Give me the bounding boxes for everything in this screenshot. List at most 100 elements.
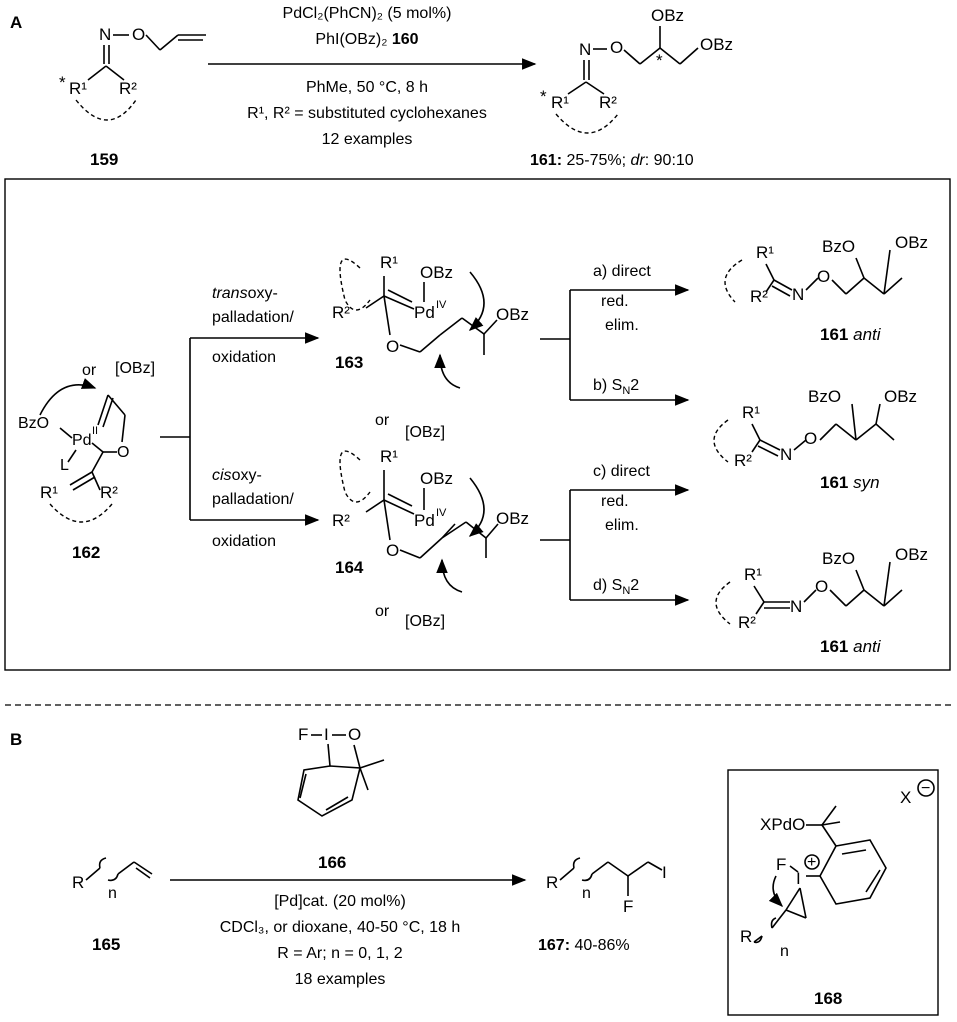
- atom-R1: R¹: [380, 253, 398, 272]
- atom-F: F: [623, 897, 633, 916]
- reagent-166: F I O 166: [297, 725, 385, 872]
- atom-O: O: [610, 38, 623, 57]
- atom-R2: R²: [599, 93, 617, 112]
- atom-R2: R²: [332, 511, 350, 530]
- counterion-X: X: [900, 788, 911, 807]
- intermediate-168: X − XPdO I + F R n 168: [740, 779, 935, 1008]
- product-161-anti-bottom: R¹ R² N O BzO OBz 161 anti: [715, 545, 928, 656]
- product-label-161-syn: 161 syn: [820, 473, 880, 492]
- group-OBz-chain: OBz: [496, 509, 529, 528]
- group-OBz-top: OBz: [651, 6, 684, 25]
- or-label: or: [82, 362, 97, 379]
- label-elim-c: elim.: [605, 517, 639, 534]
- reagent-pdcl2: PdCl₂(PhCN)₂ (5 mol%): [283, 5, 452, 22]
- stereo-star: *: [540, 87, 547, 106]
- group-BzO: BzO: [808, 387, 841, 406]
- atom-R: R: [546, 873, 558, 892]
- intermediate-168-number: 168: [814, 989, 842, 1008]
- condition-solvent-temp: PhMe, 50 °C, 8 h: [306, 79, 428, 96]
- group-OBz-chain: OBz: [496, 305, 529, 324]
- atom-Pd-IV: Pd: [414, 511, 435, 530]
- product-label-161-anti-2: 161 anti: [820, 637, 882, 656]
- group-XPdO: XPdO: [760, 815, 805, 834]
- atom-N: N: [579, 40, 591, 59]
- atom-O: O: [348, 725, 361, 744]
- atom-R1: R¹: [744, 565, 762, 584]
- atom-N: N: [790, 597, 802, 616]
- group-OBz-end: OBz: [700, 35, 733, 54]
- pd-oxidation-IV: IV: [436, 299, 447, 311]
- atom-BzO: BzO: [18, 415, 49, 432]
- atom-N: N: [780, 445, 792, 464]
- section-a-label: A: [10, 13, 22, 32]
- reagent-166-number: 166: [318, 853, 346, 872]
- compound-164: R¹ R² Pd IV OBz O OBz 164 or [OBz]: [332, 447, 529, 630]
- atom-O: O: [815, 577, 828, 596]
- atom-R1: R¹: [69, 79, 87, 98]
- plus-sign: +: [807, 854, 816, 871]
- atom-O: O: [132, 25, 145, 44]
- label-cis-oxypalladation: cisoxy-: [212, 467, 262, 484]
- atom-F: F: [298, 725, 308, 744]
- label-palladation-2: palladation/: [212, 491, 294, 508]
- compound-167: R I F n 167: 40-86%: [538, 857, 667, 954]
- label-oxidation-1: oxidation: [212, 349, 276, 366]
- group-BzO: BzO: [822, 549, 855, 568]
- compound-159: N O * R¹ R² 159: [59, 25, 206, 169]
- atom-N: N: [99, 25, 111, 44]
- reagent-phiobz2: PhI(OBz)₂ 160: [315, 31, 418, 48]
- atom-N: N: [792, 285, 804, 304]
- section-b-label: B: [10, 730, 22, 749]
- mechanism-box: [4, 178, 951, 671]
- label-n: n: [582, 885, 591, 902]
- compound-163-number: 163: [335, 353, 363, 372]
- atom-Pd-IV: Pd: [414, 303, 435, 322]
- group-OBz: OBz: [884, 387, 917, 406]
- obz-bracket: [OBz]: [405, 613, 445, 630]
- stereo-star: *: [59, 73, 66, 92]
- compound-159-number: 159: [90, 150, 118, 169]
- compound-167-result: 167: 40-86%: [538, 937, 630, 954]
- compound-161-result: 161: 25-75%; dr: 90:10: [530, 152, 694, 169]
- atom-R1: R¹: [380, 447, 398, 466]
- atom-R1: R¹: [756, 243, 774, 262]
- label-n: n: [780, 943, 789, 960]
- compound-161: N O OBz OBz * * R¹ R² 161: 25-75%; dr: 9…: [530, 6, 733, 169]
- atom-I: I: [662, 863, 667, 882]
- atom-O: O: [804, 429, 817, 448]
- condition-solvent-temp-b: CDCl₃, or dioxane, 40-50 °C, 18 h: [220, 919, 461, 936]
- label-path-a: a) direct: [593, 263, 651, 280]
- label-path-b: b) SN2: [593, 377, 639, 397]
- compound-162-number: 162: [72, 543, 100, 562]
- label-path-c: c) direct: [593, 463, 650, 480]
- stereo-star: *: [656, 51, 663, 70]
- compound-162: or [OBz] BzO Pd II L N O R¹ R² 162: [18, 360, 155, 562]
- atom-I: I: [324, 725, 329, 744]
- condition-catalyst: [Pd]cat. (20 mol%): [274, 893, 406, 910]
- atom-I: I: [796, 869, 801, 888]
- label-n: n: [108, 885, 117, 902]
- minus-sign: −: [921, 780, 930, 797]
- atom-R: R: [72, 873, 84, 892]
- condition-substituents: R¹, R² = substituted cyclohexanes: [247, 105, 487, 122]
- label-path-d: d) SN2: [593, 577, 639, 597]
- or-label: or: [375, 603, 390, 620]
- atom-R1: R¹: [40, 483, 58, 502]
- label-red-a: red.: [601, 293, 629, 310]
- compound-164-number: 164: [335, 558, 364, 577]
- product-161-anti-top: R¹ R² N O BzO OBz 161 anti: [724, 233, 928, 344]
- atom-R2: R²: [738, 613, 756, 632]
- atom-F: F: [776, 855, 786, 874]
- group-OBz: OBz: [420, 469, 453, 488]
- atom-R2: R²: [100, 483, 118, 502]
- atom-R2: R²: [734, 451, 752, 470]
- label-red-c: red.: [601, 493, 629, 510]
- label-palladation-1: palladation/: [212, 309, 294, 326]
- atom-R2: R²: [750, 287, 768, 306]
- atom-Pd-II: Pd: [72, 432, 92, 449]
- group-BzO: BzO: [822, 237, 855, 256]
- condition-examples-b: 18 examples: [295, 971, 386, 988]
- atom-L: L: [60, 457, 69, 474]
